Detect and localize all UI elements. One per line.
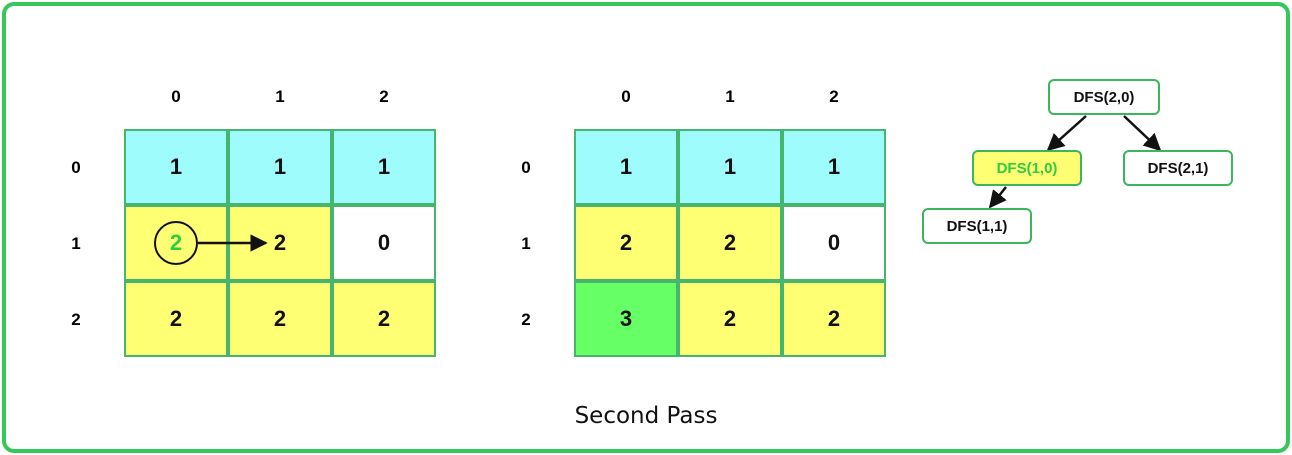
- row-label: 1: [71, 234, 81, 253]
- grid-cell: 1: [678, 129, 782, 205]
- grid-cell: 1: [574, 129, 678, 205]
- row-label: 1: [521, 234, 531, 253]
- row-label: 2: [521, 310, 531, 329]
- tree-node-active: DFS(1,0): [972, 150, 1082, 186]
- grid-cell: 2: [124, 281, 228, 357]
- grid-cell: 1: [782, 129, 886, 205]
- current-cell-circle: 2: [154, 221, 198, 265]
- col-label: 0: [171, 87, 181, 106]
- tree-edge: [1123, 115, 1162, 152]
- grid-cell: 1: [332, 129, 436, 205]
- col-label: 1: [725, 87, 735, 106]
- row-label: 2: [71, 310, 81, 329]
- row-label: 0: [521, 158, 531, 177]
- grid-cell: 2: [574, 205, 678, 281]
- caption: Second Pass: [574, 403, 718, 429]
- tree-node-root: DFS(2,0): [1048, 79, 1160, 115]
- grid-cell: 2: [782, 281, 886, 357]
- row-label: 0: [71, 158, 81, 177]
- grid-cell: 0: [782, 205, 886, 281]
- grid-cell: 0: [332, 205, 436, 281]
- grid-cell-updated: 3: [574, 281, 678, 357]
- col-label: 0: [621, 87, 631, 106]
- tree-edge: [988, 186, 1007, 209]
- tree-node: DFS(2,1): [1123, 150, 1233, 186]
- grid-cell: 2: [332, 281, 436, 357]
- grid-cell: 2: [678, 281, 782, 357]
- grid-cell: 1: [228, 129, 332, 205]
- grid-cell: 1: [124, 129, 228, 205]
- col-label: 2: [829, 87, 839, 106]
- tree-node: DFS(1,1): [922, 208, 1032, 244]
- grid-cell: 2: [228, 281, 332, 357]
- tree-edge: [1046, 115, 1087, 152]
- grid-cell: 2: [678, 205, 782, 281]
- col-label: 1: [275, 87, 285, 106]
- col-label: 2: [379, 87, 389, 106]
